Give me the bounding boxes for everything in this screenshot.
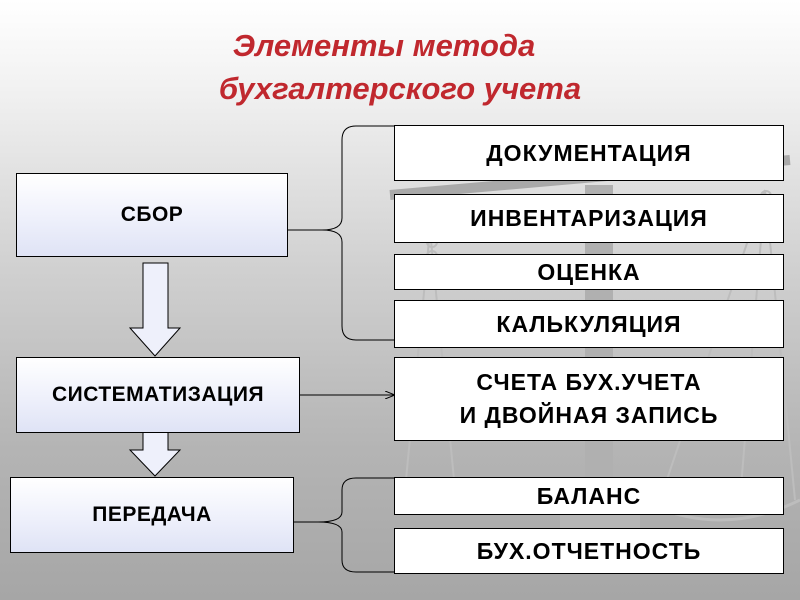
box-reporting-label: БУХ.ОТЧЕТНОСТЬ: [476, 537, 702, 564]
box-systematization-label: СИСТЕМАТИЗАЦИЯ: [51, 383, 265, 406]
box-balance: БАЛАНС: [394, 477, 784, 515]
box-costing: КАЛЬКУЛЯЦИЯ: [394, 300, 784, 348]
box-valuation-label: ОЦЕНКА: [537, 258, 641, 285]
box-costing-label: КАЛЬКУЛЯЦИЯ: [496, 310, 682, 337]
box-reporting: БУХ.ОТЧЕТНОСТЬ: [394, 528, 784, 574]
box-documentation: ДОКУМЕНТАЦИЯ: [394, 125, 784, 181]
box-accounts: СЧЕТА БУХ.УЧЕТА И ДВОЙНАЯ ЗАПИСЬ: [394, 357, 784, 441]
box-balance-label: БАЛАНС: [536, 482, 642, 509]
title-line-1: Элементы метода: [232, 28, 536, 63]
box-transfer-label: ПЕРЕДАЧА: [92, 503, 212, 526]
box-documentation-label: ДОКУМЕНТАЦИЯ: [486, 139, 692, 166]
page-title: Элементы метода бухгалтерского учета: [0, 24, 800, 110]
box-valuation: ОЦЕНКА: [394, 254, 784, 290]
box-accounts-line-1: СЧЕТА БУХ.УЧЕТА: [476, 369, 702, 395]
box-systematization: СИСТЕМАТИЗАЦИЯ: [16, 357, 300, 433]
box-collection-label: СБОР: [120, 203, 184, 226]
box-transfer: ПЕРЕДАЧА: [10, 477, 294, 553]
box-inventory: ИНВЕНТАРИЗАЦИЯ: [394, 194, 784, 243]
box-inventory-label: ИНВЕНТАРИЗАЦИЯ: [470, 205, 708, 231]
box-collection: СБОР: [16, 173, 288, 257]
box-accounts-line-2: И ДВОЙНАЯ ЗАПИСЬ: [459, 402, 719, 428]
title-line-2: бухгалтерского учета: [218, 71, 582, 106]
